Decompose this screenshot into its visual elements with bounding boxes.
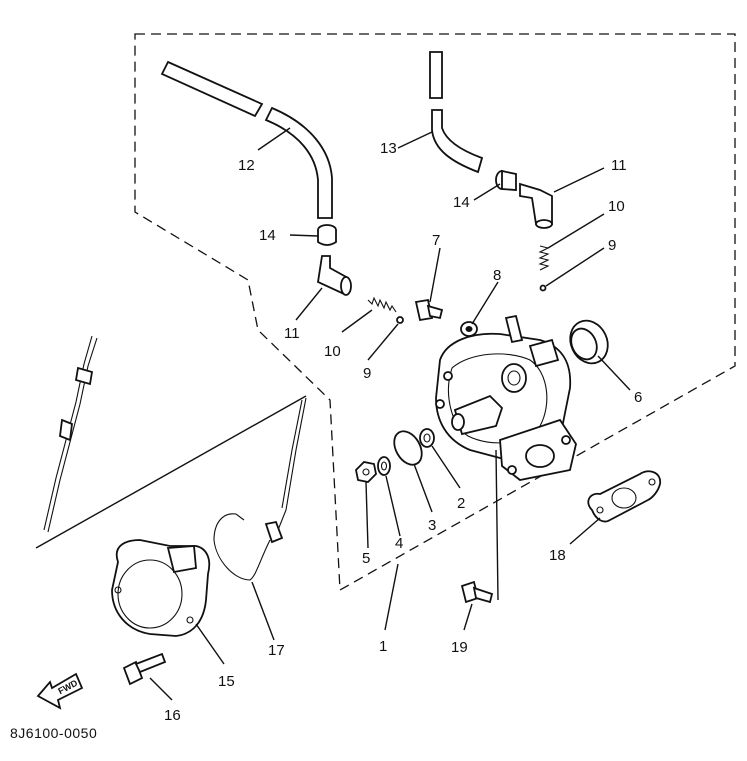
screw-part-16: [122, 652, 167, 686]
hose-clamp-part-14-left: [317, 224, 337, 246]
ball-part-9-left: [396, 316, 404, 324]
callout-18: 18: [549, 547, 566, 564]
spring-part-10-right: [538, 245, 550, 271]
figure-code: 8J6100-0050: [10, 725, 97, 741]
throttle-cable: [43, 335, 98, 533]
callout-5: 5: [362, 550, 370, 567]
callout-7: 7: [432, 232, 440, 249]
callout-14-left: 14: [259, 227, 276, 244]
callout-15: 15: [218, 673, 235, 690]
callout-3: 3: [428, 517, 436, 534]
leader-lines: [149, 127, 631, 701]
hose-part-13: [429, 51, 484, 174]
nut-part-5: [355, 461, 377, 483]
seal-ring-part-6: [569, 319, 609, 365]
callout-13: 13: [380, 140, 397, 157]
callout-1: 1: [379, 638, 387, 655]
callout-4: 4: [395, 535, 403, 552]
assembly-boundary: [134, 33, 736, 592]
callout-9-left: 9: [363, 365, 371, 382]
bolt-part-19: [460, 580, 494, 604]
callout-12: 12: [238, 157, 255, 174]
washer-part-4: [377, 456, 391, 476]
disc-part-3: [393, 430, 423, 466]
gasket-part-18: [587, 470, 661, 523]
cable-part-17: [213, 397, 307, 581]
callout-2: 2: [457, 495, 465, 512]
callout-10-right: 10: [608, 198, 625, 215]
bolt-part-7: [414, 298, 444, 322]
cable-area-boundary: [35, 395, 307, 549]
spring-part-10-left: [367, 296, 397, 313]
fwd-arrow-icon: FWD: [36, 672, 84, 710]
hose-part-12: [160, 60, 333, 219]
callout-19: 19: [451, 639, 468, 656]
cover-part-15: [111, 539, 211, 637]
callout-11-right: 11: [611, 157, 627, 174]
callout-8: 8: [493, 267, 501, 284]
washer-part-8: [460, 321, 478, 337]
callout-9-right: 9: [608, 237, 616, 254]
callout-17: 17: [268, 642, 285, 659]
elbow-fitting-part-11-right: [519, 182, 553, 229]
hose-clamp-part-14-right: [495, 169, 517, 191]
elbow-fitting-part-11-left: [317, 255, 352, 296]
callout-10-left: 10: [324, 343, 341, 360]
callout-6: 6: [634, 389, 642, 406]
ball-part-9-right: [539, 284, 547, 292]
callout-16: 16: [164, 707, 181, 724]
washer-part-2: [419, 428, 435, 448]
callout-14-right: 14: [453, 194, 470, 211]
pump-body-part-1: [435, 314, 577, 481]
callout-11-left: 11: [284, 325, 300, 342]
